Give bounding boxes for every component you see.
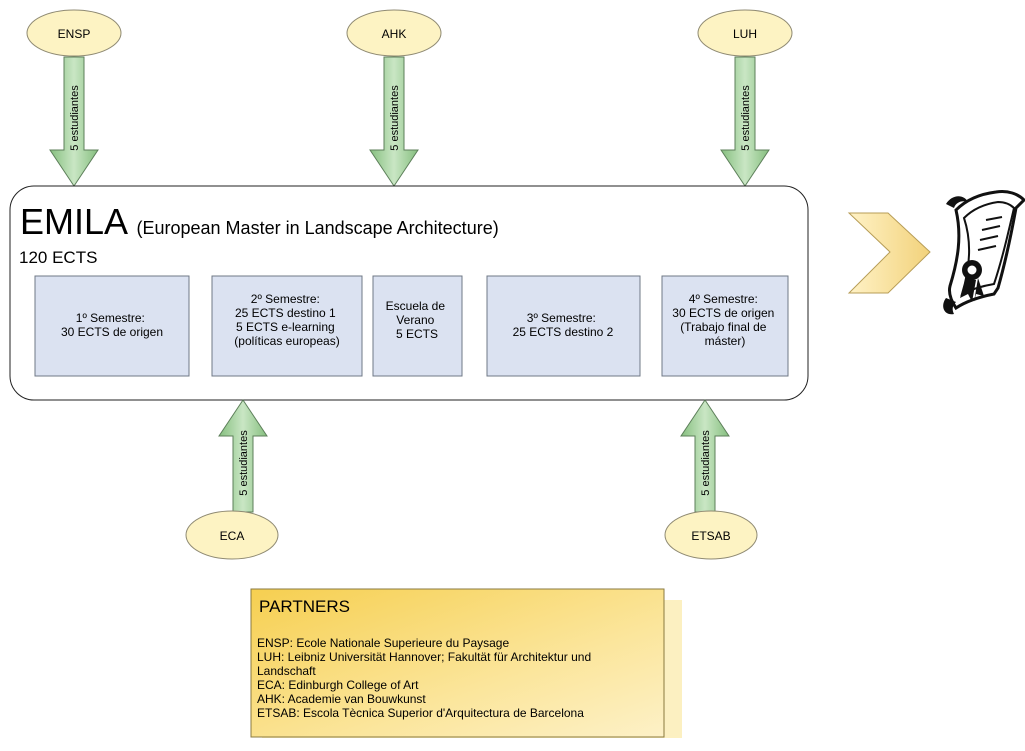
semester-3-line: 25 ECTS destino 2 <box>513 325 614 339</box>
semester-3-text: 3º Semestre: 25 ECTS destino 2 <box>513 311 614 339</box>
summer-school: Escuela de Verano 5 ECTS <box>372 275 463 377</box>
semester-3: 3º Semestre: 25 ECTS destino 2 <box>486 275 641 377</box>
semester-4-line: máster) <box>705 334 746 348</box>
program-acronym: EMILA <box>20 201 128 242</box>
diploma-ribbon <box>960 278 976 302</box>
partner-ensp-arrow-label: 5 estudiantes <box>69 85 81 151</box>
partner-eca-arrow-label: 5 estudiantes <box>238 430 250 496</box>
semester-4-line: 30 ECTS de origen <box>672 306 774 320</box>
partners-legend-line: AHK: Academie van Bouwkunst <box>257 692 426 706</box>
partner-ensp-arrow <box>49 56 99 187</box>
semester-2-text: 2º Semestre: 25 ECTS destino 1 5 ECTS e-… <box>234 292 339 348</box>
partner-ensp-label: ENSP <box>58 27 91 41</box>
summer-school-line: Verano <box>396 313 434 327</box>
semester-2-box <box>211 275 363 377</box>
semester-2-line: (políticas europeas) <box>234 334 339 348</box>
summer-school-text: Escuela de Verano 5 ECTS <box>386 299 449 341</box>
partners-legend-text: ENSP: Ecole Nationale Superieure du Pays… <box>257 636 595 720</box>
diploma-ribbon <box>974 278 984 302</box>
partners-legend-line: Landschaft <box>257 664 316 678</box>
output-chevron <box>847 212 931 294</box>
semester-3-box <box>486 275 641 377</box>
partner-eca-label: ECA <box>220 529 245 543</box>
semester-1-text: 1º Semestre: 30 ECTS de origen <box>61 311 163 339</box>
partners-legend-line: ECA: Edinburgh College of Art <box>257 678 419 692</box>
semester-3-line: 3º Semestre: <box>527 311 596 325</box>
diploma-text-line <box>981 225 1001 231</box>
partner-etsab: 5 estudiantes ETSAB <box>664 399 758 560</box>
partners-legend-line: ETSAB: Escola Tècnica Superior d'Arquite… <box>257 706 584 720</box>
program-credits: 120 ECTS <box>19 248 97 267</box>
diploma-curl-top <box>946 196 968 208</box>
semester-1-line: 30 ECTS de origen <box>61 325 163 339</box>
program-full-name: (European Master in Landscape Architectu… <box>137 218 499 238</box>
partner-luh-ellipse <box>697 9 793 57</box>
partners-legend: PARTNERS ENSP: Ecole Nationale Superieur… <box>250 588 682 738</box>
diploma-text-line <box>985 216 1003 221</box>
diploma-seal-center <box>966 264 978 276</box>
semester-2-line: 5 ECTS e-learning <box>236 320 335 334</box>
output-chevron-shape <box>847 212 931 294</box>
partner-luh-label: LUH <box>733 27 757 41</box>
partner-ensp: ENSP 5 estudiantes <box>26 9 122 187</box>
partner-ahk-ellipse <box>346 9 442 57</box>
partners-legend-box <box>250 588 665 738</box>
diploma-text-line <box>979 235 999 241</box>
semester-4-line: (Trabajo final de <box>680 320 767 334</box>
partner-ahk-arrow-label: 5 estudiantes <box>389 85 401 151</box>
partner-luh: LUH 5 estudiantes <box>697 9 793 187</box>
semester-1-box <box>34 275 190 377</box>
partner-eca-ellipse <box>185 510 279 560</box>
partner-luh-arrow <box>720 56 770 187</box>
summer-school-line: Escuela de <box>386 299 446 313</box>
partner-luh-arrow-label: 5 estudiantes <box>740 85 752 151</box>
semester-4: 4º Semestre: 30 ECTS de origen (Trabajo … <box>661 275 789 377</box>
semester-2-line: 25 ECTS destino 1 <box>235 306 336 320</box>
diploma-certificate-icon <box>943 190 1025 315</box>
semester-2-line: 2º Semestre: <box>251 292 320 306</box>
partner-etsab-ellipse <box>664 510 758 560</box>
diploma-text-line <box>977 245 997 251</box>
diploma-curl-bottom <box>943 298 956 315</box>
partners-legend-title: PARTNERS <box>259 597 350 616</box>
semester-1-line: 1º Semestre: <box>76 311 145 325</box>
partner-etsab-arrow-label: 5 estudiantes <box>700 430 712 496</box>
partner-ahk-arrow <box>369 56 419 187</box>
summer-school-line: 5 ECTS <box>396 327 438 341</box>
semester-1: 1º Semestre: 30 ECTS de origen <box>34 275 190 377</box>
semester-2: 2º Semestre: 25 ECTS destino 1 5 ECTS e-… <box>211 275 363 377</box>
partners-legend-line: ENSP: Ecole Nationale Superieure du Pays… <box>257 636 509 650</box>
partners-legend-line: LUH: Leibniz Universität Hannover; Fakul… <box>257 650 591 664</box>
semester-4-text: 4º Semestre: 30 ECTS de origen (Trabajo … <box>672 292 777 348</box>
partner-ensp-ellipse <box>26 9 122 57</box>
program-title: EMILA (European Master in Landscape Arch… <box>20 201 499 242</box>
semester-4-box <box>661 275 789 377</box>
summer-school-box <box>372 275 463 377</box>
semester-4-line: 4º Semestre: <box>689 292 758 306</box>
partner-ahk-label: AHK <box>382 27 407 41</box>
partner-ahk: AHK 5 estudiantes <box>346 9 442 187</box>
partner-etsab-label: ETSAB <box>691 529 730 543</box>
partner-eca: 5 estudiantes ECA <box>185 399 279 560</box>
